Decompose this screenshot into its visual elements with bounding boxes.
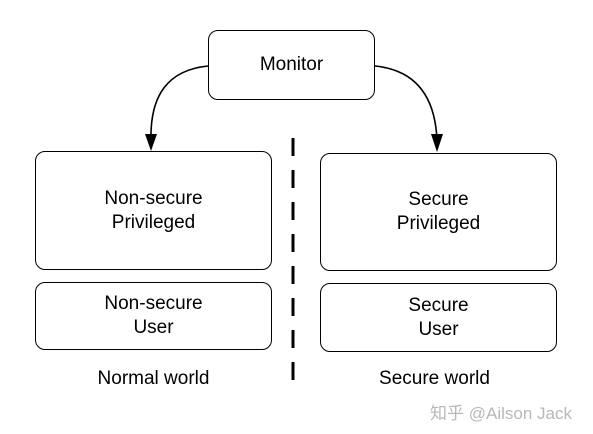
non-secure-privileged-line1: Non-secure — [104, 187, 203, 209]
monitor-label: Monitor — [259, 54, 324, 75]
non-secure-user-box: Non-secure User — [35, 282, 272, 350]
secure-user-line1: Secure — [408, 294, 469, 316]
watermark-text: 知乎 @Ailson Jack — [430, 404, 572, 423]
normal-world-caption: Normal world — [97, 368, 210, 389]
arrow-monitor-to-secure-world — [374, 65, 438, 141]
secure-privileged-line1: Secure — [408, 189, 469, 210]
secure-privileged-line2: Privileged — [396, 213, 481, 234]
non-secure-user-line1: Non-secure — [104, 293, 203, 314]
non-secure-user-line2: User — [133, 317, 174, 338]
secure-world-caption: Secure world — [379, 368, 490, 389]
secure-user-box: Secure User — [320, 283, 557, 352]
secure-privileged-box: Secure Privileged — [320, 153, 557, 271]
non-secure-privileged-box: Non-secure Privileged — [35, 151, 272, 270]
arrowhead-secure-world — [431, 134, 443, 152]
secure-user-line2: User — [418, 318, 459, 340]
non-secure-privileged-line2: Privileged — [111, 211, 196, 233]
arrow-monitor-to-normal-world — [150, 65, 209, 141]
arrowhead-normal-world — [145, 134, 157, 151]
monitor-box: Monitor — [208, 30, 375, 100]
